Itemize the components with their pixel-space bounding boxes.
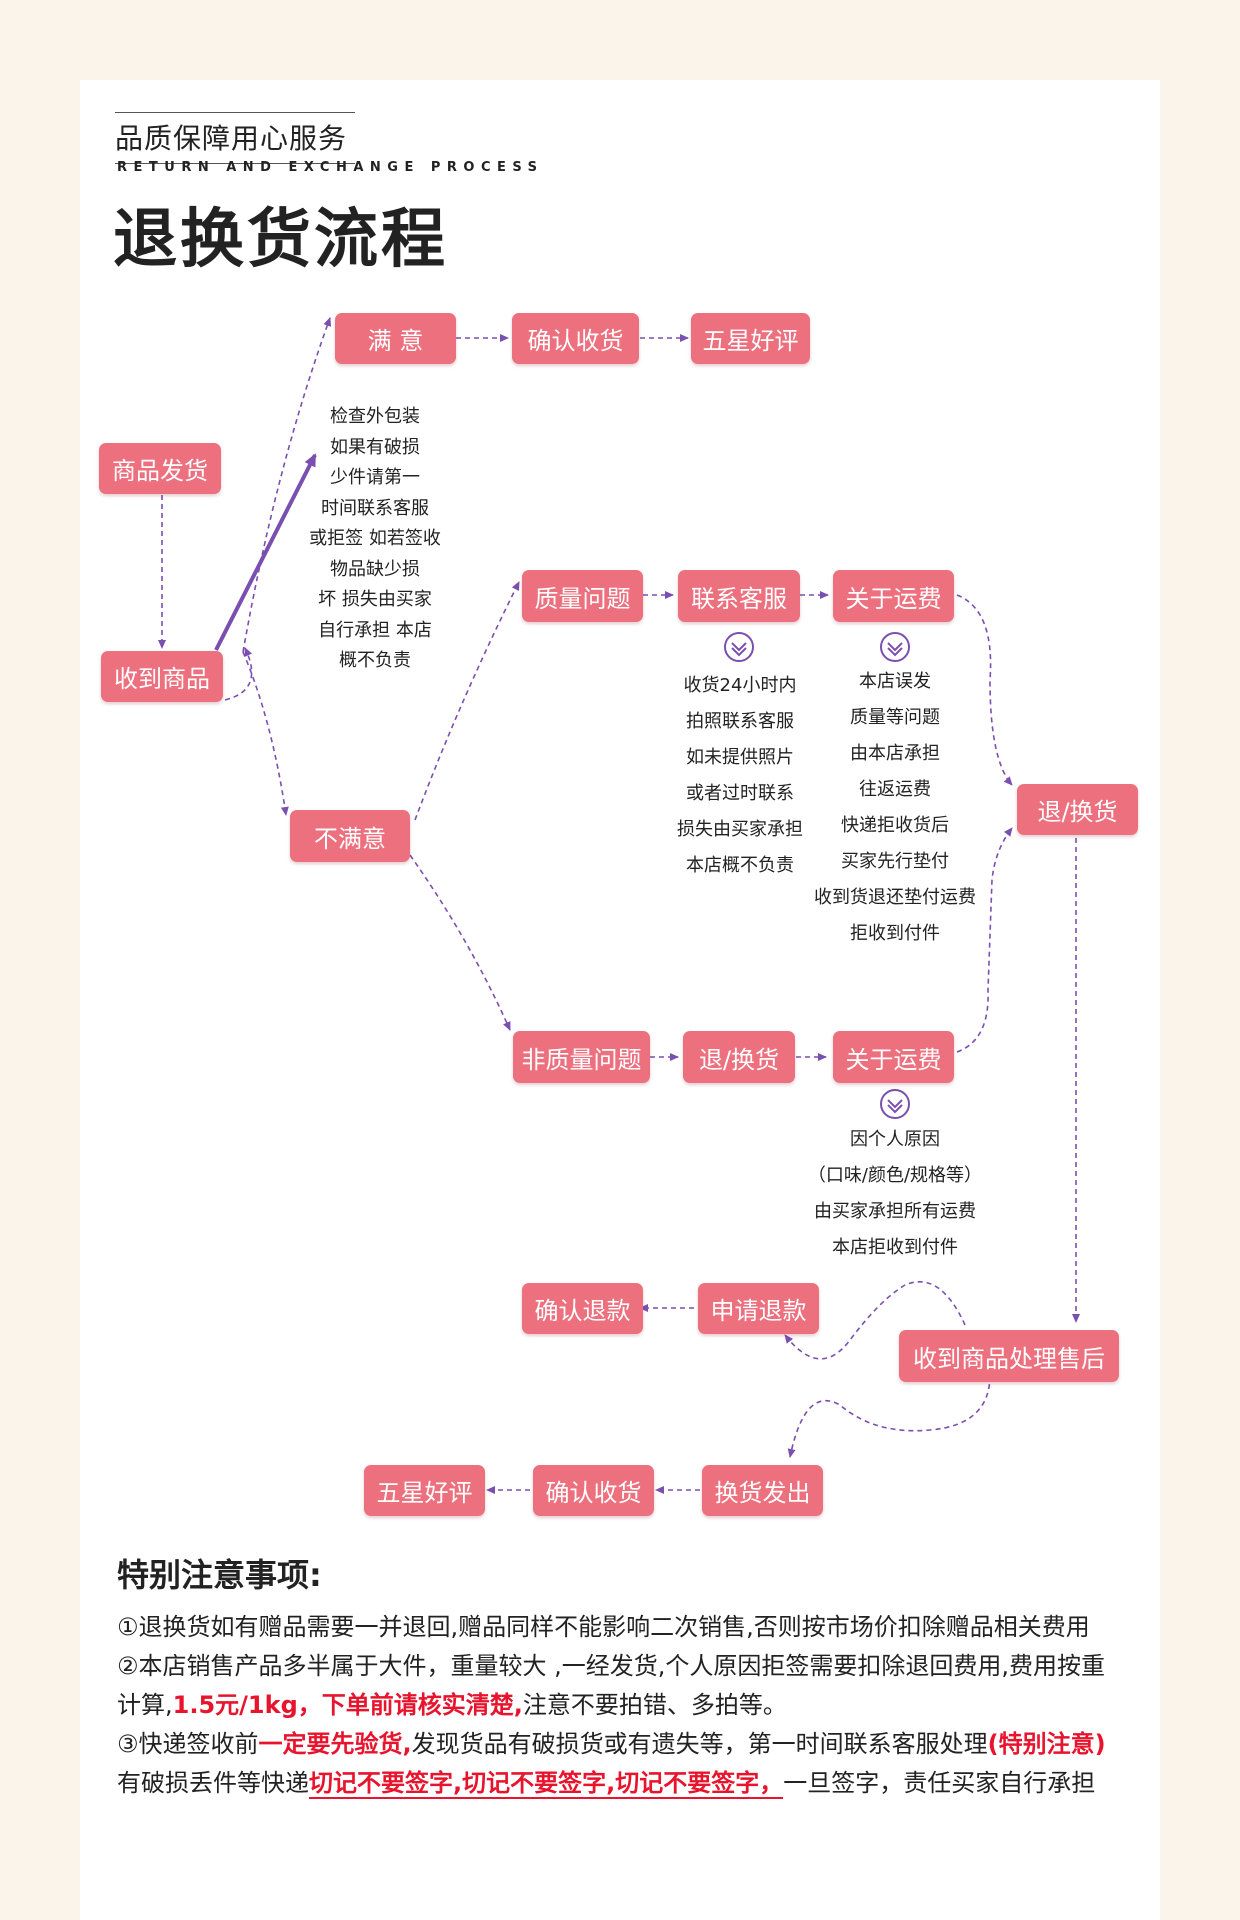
check-package-note: 检查外包装如果有破损少件请第一 时间联系客服或拒签 如若签收物品缺少损 坏 损失… bbox=[309, 406, 441, 671]
arrow-aftersale-apply bbox=[784, 1281, 966, 1360]
exchange-sent-box: 换货发出 bbox=[702, 1465, 823, 1516]
contact-service-note: 收货24小时内拍照联系客服如未提供照片 或者过时联系损失由买家承担本店概不负责 bbox=[677, 675, 803, 876]
arrow-receive-unsatisfied bbox=[242, 651, 289, 816]
quality-issue-box: 质量问题 bbox=[522, 570, 643, 622]
return-exchange-box-2: 退/换货 bbox=[683, 1031, 795, 1083]
arrow-solid-diagonal bbox=[214, 453, 317, 651]
arrow-freight-return bbox=[956, 594, 1013, 786]
notice-item-3: ③快递签收前一定要先验货,发现货品有破损货或有遗失等，第一时间联系客服处理(特别… bbox=[117, 1730, 1106, 1799]
arrow-unsat-quality bbox=[414, 581, 520, 821]
ship-box: 商品发货 bbox=[99, 443, 221, 494]
freight-box-1: 关于运费 bbox=[833, 570, 954, 622]
receive-box: 收到商品 bbox=[101, 651, 223, 702]
apply-refund-box: 申请退款 bbox=[698, 1283, 819, 1334]
subtitle: 品质保障用心服务 bbox=[115, 112, 356, 164]
notice-body: ①退换货如有赠品需要一并退回,赠品同样不能影响二次销售,否则按市场价扣除赠品相关… bbox=[117, 1608, 1117, 1803]
arrow-receive-satisfied bbox=[242, 317, 332, 653]
notice-item-2: ②本店销售产品多半属于大件，重量较大 ,一经发货,个人原因拒签需要扣除退回费用,… bbox=[117, 1652, 1106, 1719]
freight-note-2: 因个人原因（口味/颜色/规格等） 由买家承担所有运费本店拒收到付件 bbox=[807, 1129, 983, 1258]
unsatisfied-box: 不满意 bbox=[290, 810, 410, 862]
page-title: 退换货流程 bbox=[113, 203, 448, 277]
page-card bbox=[80, 80, 1160, 1920]
after-sale-box: 收到商品处理售后 bbox=[899, 1330, 1119, 1382]
arrow-unsat-nonquality bbox=[409, 854, 511, 1031]
freight-box-2: 关于运费 bbox=[833, 1031, 954, 1083]
arrow-receive-back bbox=[224, 647, 253, 701]
confirm-refund-box: 确认退款 bbox=[522, 1283, 643, 1334]
five-star-box: 五星好评 bbox=[691, 313, 810, 364]
arrow-freight2-return bbox=[956, 827, 1013, 1053]
chevron-down-icon bbox=[880, 632, 910, 662]
confirm-receipt-box-2: 确认收货 bbox=[533, 1465, 654, 1516]
five-star-box-2: 五星好评 bbox=[364, 1465, 485, 1516]
arrow-aftersale-exchange bbox=[787, 1374, 991, 1458]
contact-service-box: 联系客服 bbox=[678, 570, 800, 622]
english-heading: RETURN AND EXCHANGE PROCESS bbox=[117, 160, 544, 175]
freight-note-1: 本店误发质量等问题由本店承担 往返运费快递拒收货后买家先行垫付 收到货退还垫付运… bbox=[814, 671, 976, 944]
notice-heading: 特别注意事项: bbox=[117, 1556, 322, 1594]
chevron-down-icon bbox=[724, 632, 754, 662]
confirm-receipt-box: 确认收货 bbox=[512, 313, 639, 364]
notice-item-1: ①退换货如有赠品需要一并退回,赠品同样不能影响二次销售,否则按市场价扣除赠品相关… bbox=[117, 1613, 1090, 1641]
non-quality-issue-box: 非质量问题 bbox=[513, 1031, 650, 1083]
return-exchange-box: 退/换货 bbox=[1017, 784, 1138, 835]
chevron-down-icon bbox=[880, 1089, 910, 1119]
satisfied-box: 满 意 bbox=[335, 313, 456, 364]
